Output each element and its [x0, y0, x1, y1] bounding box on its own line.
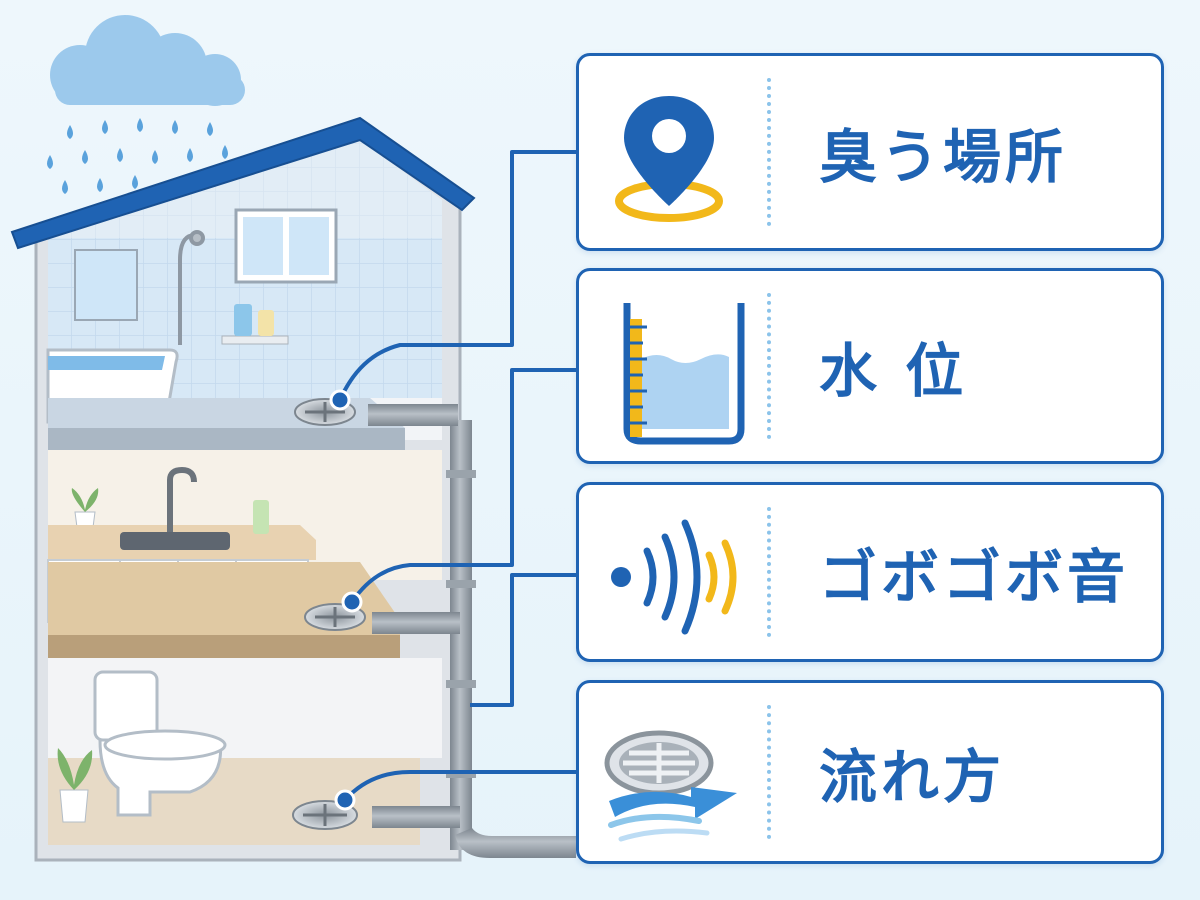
factor-card-location: 臭う場所	[576, 53, 1164, 251]
card-divider	[767, 507, 771, 637]
factor-card-flow: 流れ方	[576, 680, 1164, 864]
factor-label: 流れ方	[819, 743, 1006, 811]
measuring-cup-icon	[599, 281, 749, 451]
drain-flow-icon	[599, 693, 749, 851]
bottle	[258, 310, 274, 336]
factor-card-sound: ゴボゴボ音	[576, 482, 1164, 662]
bathroom-window	[234, 208, 338, 284]
toilet	[93, 670, 227, 817]
factor-card-water: 水 位	[576, 268, 1164, 464]
soap-bottle	[253, 500, 269, 534]
shower	[178, 230, 205, 345]
factor-label: ゴボゴボ音	[819, 543, 1130, 611]
rain-cloud-icon	[47, 15, 245, 194]
card-divider	[767, 705, 771, 839]
bottle	[234, 304, 252, 336]
map-pin-icon	[599, 66, 749, 238]
house	[10, 116, 476, 862]
potted-plant	[57, 748, 93, 823]
raindrops	[47, 118, 228, 194]
factor-label: 臭う場所	[819, 123, 1068, 191]
mirror	[74, 249, 138, 321]
factor-label: 水 位	[819, 337, 968, 405]
card-divider	[767, 293, 771, 439]
faucet	[167, 466, 197, 532]
sound-waves-icon	[599, 495, 749, 649]
card-divider	[767, 78, 771, 226]
roof	[10, 116, 476, 250]
